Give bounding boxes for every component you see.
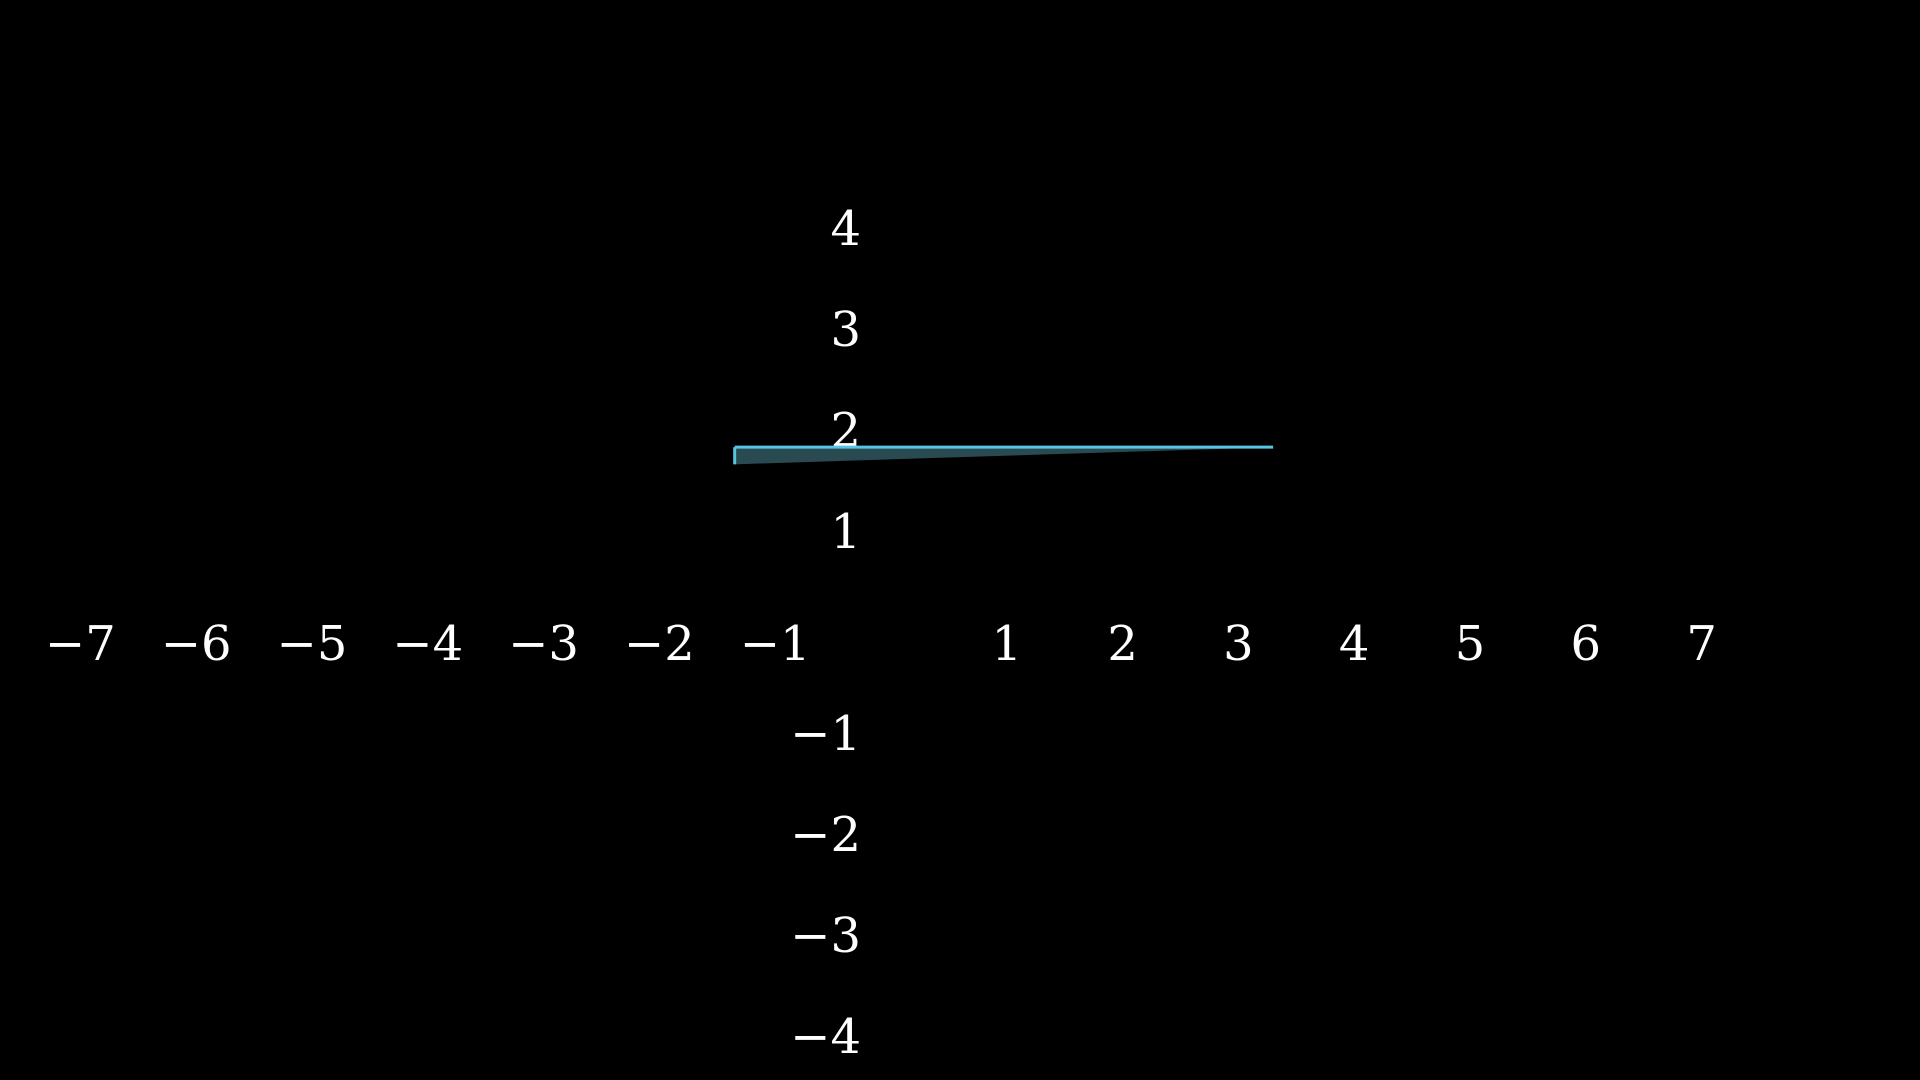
shape-layer bbox=[733, 445, 1274, 465]
y-tick-label: −1 bbox=[790, 706, 861, 762]
x-tick-label: −1 bbox=[740, 616, 811, 672]
y-tick-label: 1 bbox=[830, 504, 861, 560]
x-tick-label: 4 bbox=[1339, 616, 1370, 672]
x-tick-label: 1 bbox=[992, 616, 1023, 672]
x-tick-label: −6 bbox=[161, 616, 232, 672]
x-tick-label: 5 bbox=[1455, 616, 1486, 672]
x-axis-tick-labels: −7 −6 −5 −4 −3 −2 −1 1 2 3 4 5 6 7 bbox=[45, 616, 1717, 672]
y-tick-label: 4 bbox=[830, 201, 861, 257]
x-tick-label: −4 bbox=[392, 616, 463, 672]
x-tick-label: 7 bbox=[1686, 616, 1717, 672]
x-tick-label: −5 bbox=[277, 616, 348, 672]
sliver-fill bbox=[734, 447, 1274, 465]
x-tick-label: −3 bbox=[508, 616, 579, 672]
x-tick-label: −2 bbox=[624, 616, 695, 672]
y-tick-label: −4 bbox=[790, 1009, 861, 1065]
y-tick-label: −2 bbox=[790, 807, 861, 863]
x-tick-label: 6 bbox=[1571, 616, 1602, 672]
x-tick-label: 2 bbox=[1107, 616, 1138, 672]
y-tick-label: 3 bbox=[830, 302, 861, 358]
y-tick-label: −3 bbox=[790, 908, 861, 964]
x-tick-label: 3 bbox=[1223, 616, 1254, 672]
x-tick-label: −7 bbox=[45, 616, 116, 672]
